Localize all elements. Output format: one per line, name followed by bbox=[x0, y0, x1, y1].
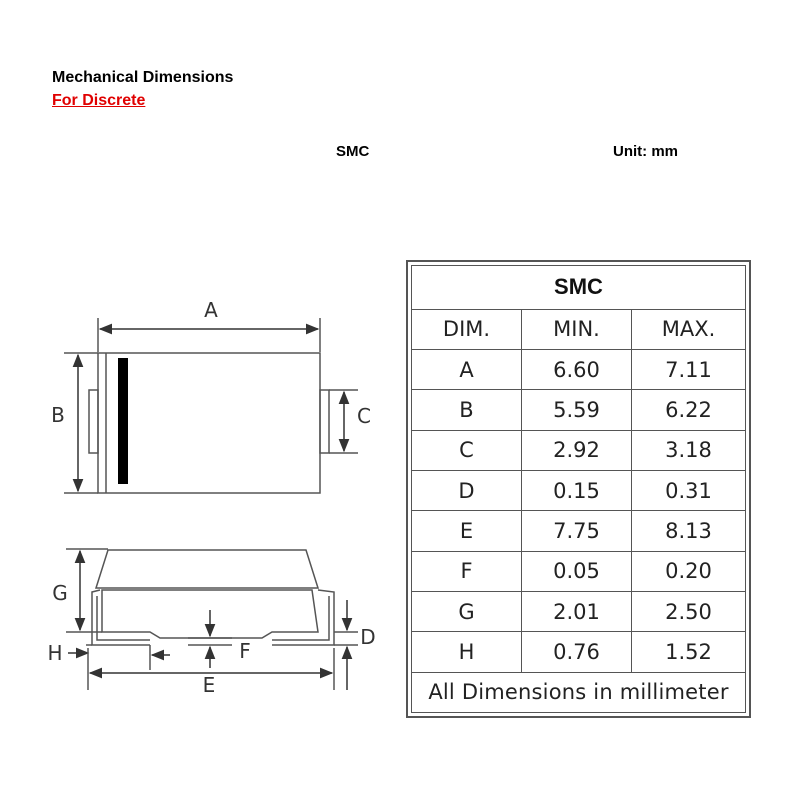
table-row: D 0.15 0.31 bbox=[411, 469, 746, 512]
table-row: B 5.59 6.22 bbox=[411, 389, 746, 431]
max-cell: 2.50 bbox=[631, 590, 746, 633]
table-package-name: SMC bbox=[411, 265, 746, 310]
max-cell: 0.31 bbox=[631, 469, 746, 512]
dimension-table: SMC DIM. MIN. MAX. A 6.60 7.11 B 5.59 6.… bbox=[406, 260, 751, 718]
dim-cell: D bbox=[411, 469, 522, 512]
header-min: MIN. bbox=[521, 308, 632, 350]
dim-cell: E bbox=[411, 510, 522, 552]
max-cell: 6.22 bbox=[631, 389, 746, 431]
min-cell: 7.75 bbox=[521, 510, 632, 552]
dim-cell: H bbox=[411, 631, 522, 673]
dim-cell: A bbox=[411, 348, 522, 391]
dim-cell: G bbox=[411, 590, 522, 633]
max-cell: 3.18 bbox=[631, 429, 746, 471]
top-view: A B C bbox=[51, 298, 371, 494]
table-row: G 2.01 2.50 bbox=[411, 590, 746, 633]
min-cell: 2.92 bbox=[521, 429, 632, 471]
max-cell: 7.11 bbox=[631, 348, 746, 391]
dim-cell: C bbox=[411, 429, 522, 471]
label-c: C bbox=[357, 404, 371, 428]
min-cell: 0.76 bbox=[521, 631, 632, 673]
dim-cell: B bbox=[411, 389, 522, 431]
min-cell: 6.60 bbox=[521, 348, 632, 391]
min-cell: 5.59 bbox=[521, 389, 632, 431]
unit-label: Unit: mm bbox=[613, 143, 678, 160]
label-f: F bbox=[239, 639, 251, 663]
package-name: SMC bbox=[336, 143, 370, 160]
table-note: All Dimensions in millimeter bbox=[411, 671, 746, 714]
table-row: C 2.92 3.18 bbox=[411, 429, 746, 471]
subtitle-link[interactable]: For Discrete bbox=[52, 92, 146, 109]
package-outline-drawing: A B C G bbox=[47, 298, 376, 697]
header-max: MAX. bbox=[631, 308, 746, 350]
label-b: B bbox=[51, 403, 65, 427]
label-a: A bbox=[204, 298, 218, 322]
page-title: Mechanical Dimensions bbox=[52, 69, 234, 86]
table-row: E 7.75 8.13 bbox=[411, 510, 746, 552]
min-cell: 2.01 bbox=[521, 590, 632, 633]
max-cell: 8.13 bbox=[631, 510, 746, 552]
cathode-band bbox=[118, 358, 128, 484]
min-cell: 0.05 bbox=[521, 550, 632, 592]
max-cell: 0.20 bbox=[631, 550, 746, 592]
table-row: A 6.60 7.11 bbox=[411, 348, 746, 391]
header-dim: DIM. bbox=[411, 308, 522, 350]
label-h: H bbox=[47, 641, 62, 665]
max-cell: 1.52 bbox=[631, 631, 746, 673]
min-cell: 0.15 bbox=[521, 469, 632, 512]
table-row: H 0.76 1.52 bbox=[411, 631, 746, 673]
label-g: G bbox=[52, 581, 68, 605]
dim-cell: F bbox=[411, 550, 522, 592]
label-d: D bbox=[360, 625, 375, 649]
label-e: E bbox=[203, 673, 216, 697]
side-view: G H F D E bbox=[47, 548, 376, 697]
table-row: F 0.05 0.20 bbox=[411, 550, 746, 592]
